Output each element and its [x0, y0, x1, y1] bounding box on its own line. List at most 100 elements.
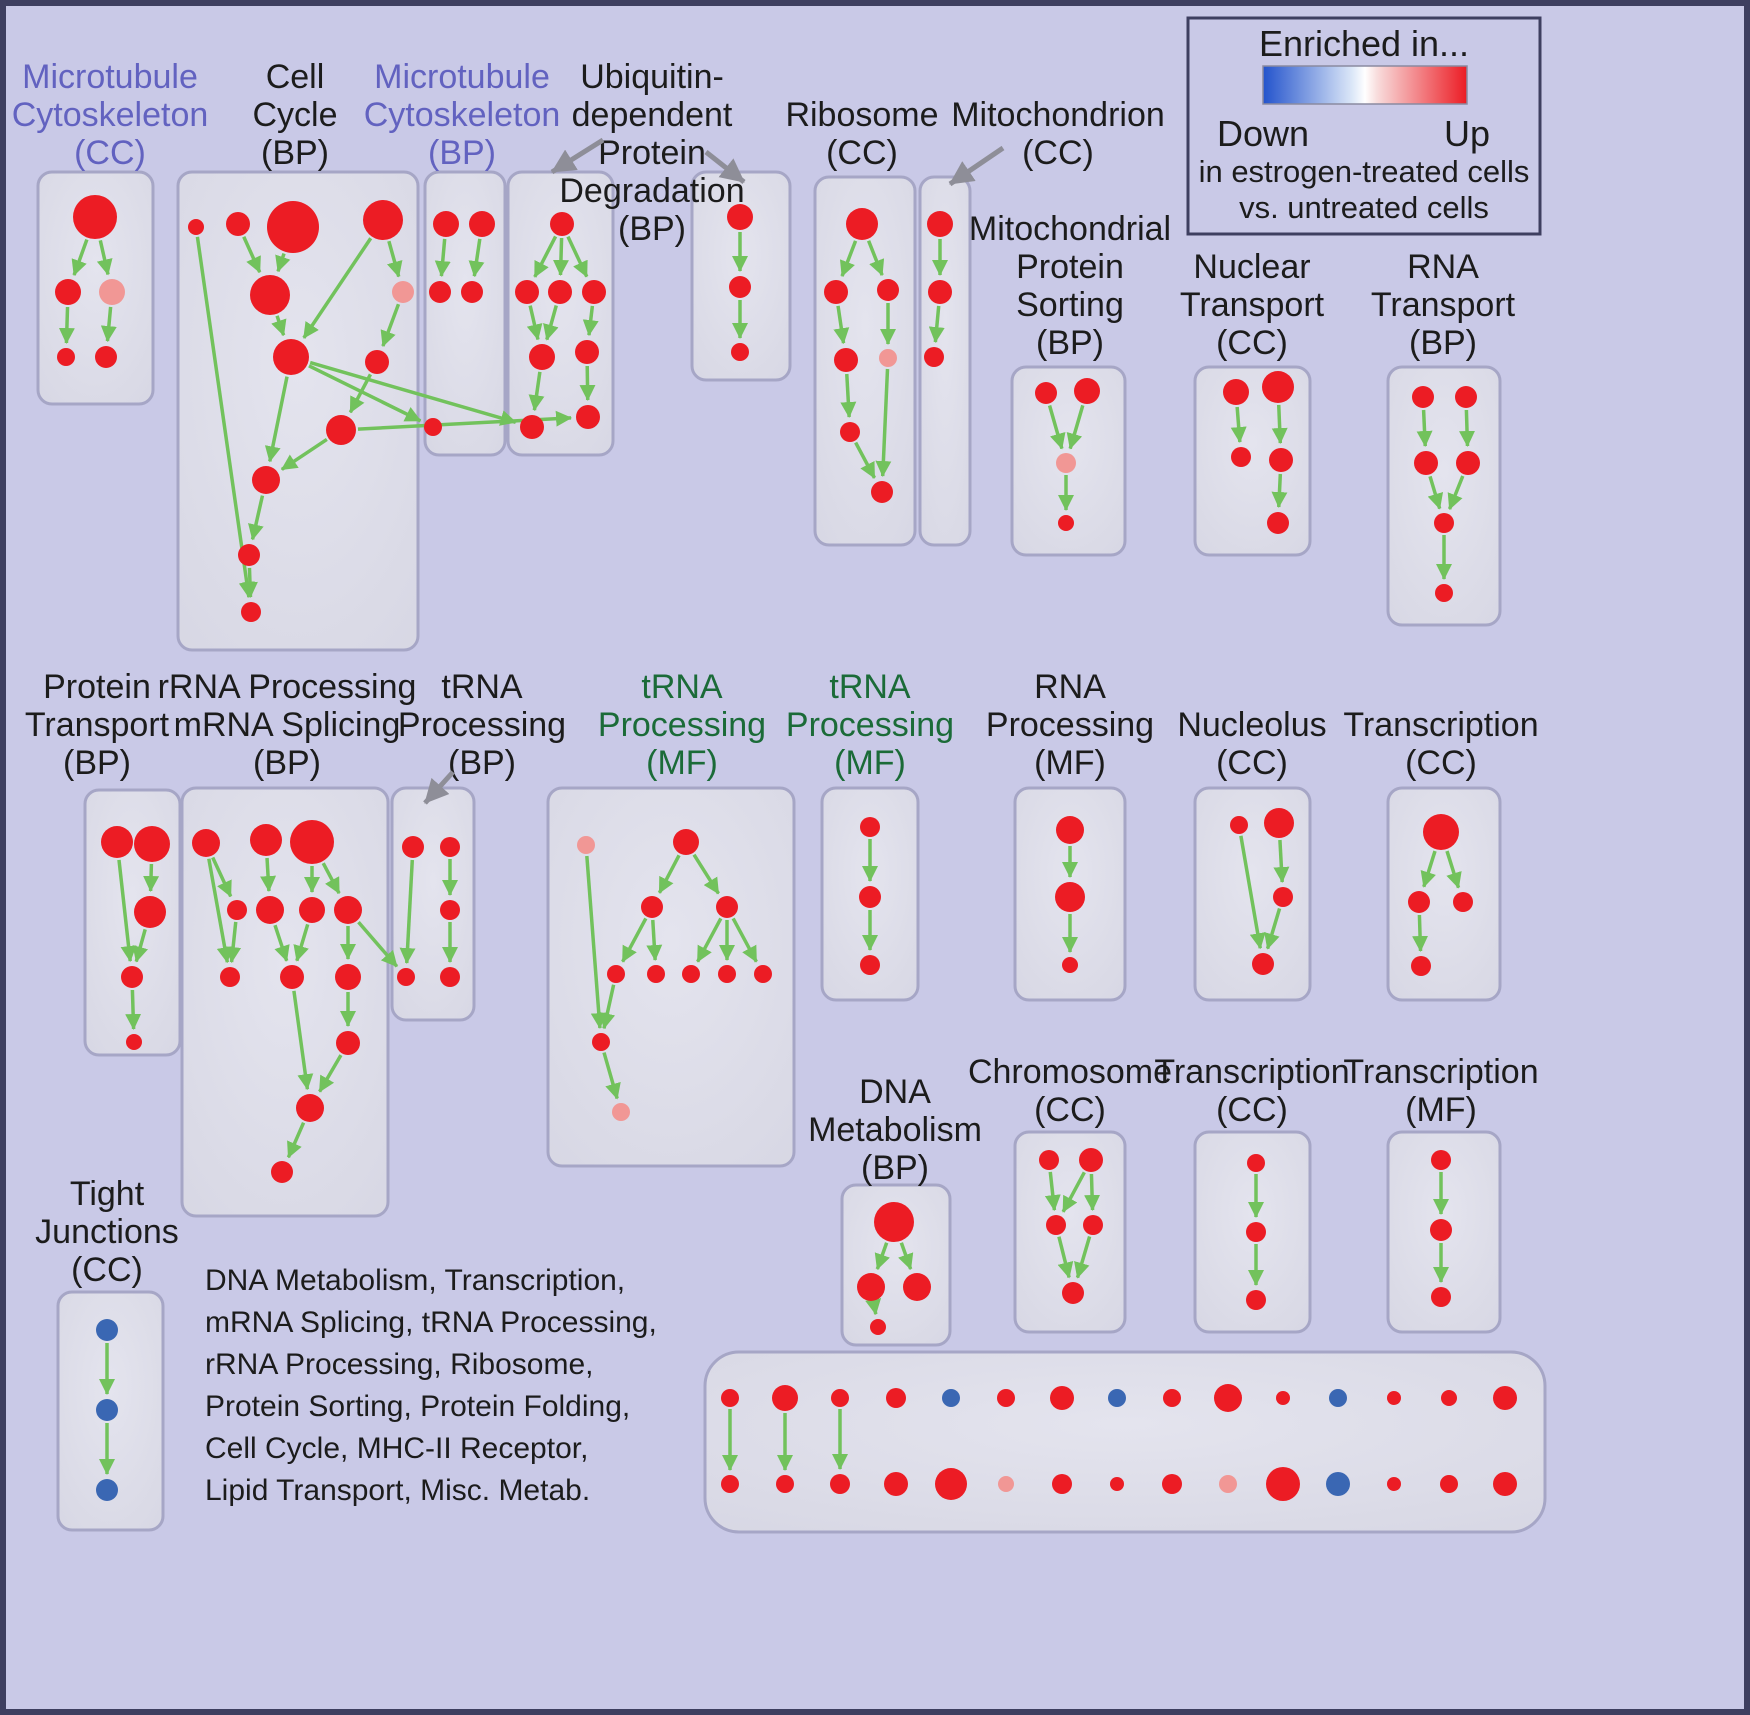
cluster-title-mitochondrial-protein-sorting-bp: Protein [1016, 248, 1124, 286]
gene-node-tm7 [682, 965, 700, 983]
gene-node-ub1 [550, 212, 574, 236]
cluster-title-rna-processing-mf: Processing [986, 706, 1154, 744]
gene-node-rr8 [220, 967, 240, 987]
gene-node-nu4 [1252, 953, 1274, 975]
gene-node-ch2 [1079, 1148, 1103, 1172]
cluster-title-rrna-processing-mrna-splicing-bp: (BP) [253, 744, 321, 782]
gene-node-nt5 [1267, 512, 1289, 534]
gene-node-ub5 [529, 344, 555, 370]
gene-node-rr9 [280, 965, 304, 989]
cluster-title-trna-processing-mf-small: Processing [786, 706, 954, 744]
gene-node-cc2 [226, 212, 250, 236]
cluster-box-rrna-processing-mrna-splicing-bp [180, 786, 390, 1218]
legend-subtitle-2: vs. untreated cells [1239, 190, 1489, 225]
gene-nodes [55, 195, 1517, 1501]
cluster-title-trna-processing-mf-large: tRNA [641, 668, 723, 706]
gene-node-nu3 [1273, 887, 1293, 907]
cluster-title-rna-processing-mf: (MF) [1034, 744, 1106, 782]
edge-ub1-ub3 [552, 237, 569, 277]
gene-node-dm3 [903, 1273, 931, 1301]
gene-node-ub3 [548, 280, 572, 304]
cluster-title-ubiquitin-dependent-protein-degradation-bp: Ubiquitin- [580, 58, 724, 96]
gene-node-pt1 [101, 826, 133, 858]
gene-node-mB14 [1440, 1475, 1458, 1493]
edge-ub2-ub5 [526, 305, 543, 341]
edge-tm2-tm3 [657, 854, 681, 894]
gene-node-tj3 [96, 1479, 118, 1501]
network-edges [58, 232, 1476, 1475]
cluster-title-nuclear-transport-cc: (CC) [1216, 324, 1288, 362]
gene-node-tc1b [1408, 891, 1430, 913]
cluster-title-tight-junctions-cc: Junctions [35, 1213, 179, 1251]
gene-node-rp1 [1056, 816, 1084, 844]
gene-node-t2a [1247, 1154, 1265, 1172]
gene-node-mA8 [1108, 1389, 1126, 1407]
edge-cc4-cc7 [302, 237, 373, 339]
cluster-title-trna-processing-mf-large: (MF) [646, 744, 718, 782]
gene-node-ubb3 [731, 343, 749, 361]
edge-mtb2-mtb4 [468, 238, 485, 278]
gene-node-mB7 [1052, 1474, 1072, 1494]
gene-node-mA9 [1163, 1389, 1181, 1407]
edge-pt2-pt3 [143, 863, 160, 893]
misc-note-line-1: DNA Metabolism, Transcription, [205, 1264, 625, 1297]
gene-node-cc8 [365, 350, 389, 374]
gene-node-tc1d [1411, 956, 1431, 976]
gene-node-rt3 [1414, 451, 1438, 475]
edge-ub1-ub2 [533, 235, 558, 278]
label-pointer-arrow-3 [948, 145, 1005, 187]
gene-node-ts3 [860, 955, 880, 975]
cluster-title-microtubule-cytoskeleton-cc: (CC) [74, 134, 146, 172]
edge-mcc3-mcc5 [100, 306, 117, 343]
cluster-title-rna-transport-bp: Transport [1371, 286, 1516, 324]
misc-note-line-6: Lipid Transport, Misc. Metab. [205, 1474, 590, 1507]
edge-mcc1-mcc2 [71, 238, 89, 277]
gene-node-dm4 [870, 1319, 886, 1335]
edge-rib1-rib3 [866, 240, 885, 277]
edge-mito2-mito3 [928, 305, 945, 344]
cluster-title-microtubule-cytoskeleton-cc: Cytoskeleton [12, 96, 209, 134]
cluster-title-trna-processing-mf-large: Processing [598, 706, 766, 744]
edge-nt4-nt5 [1271, 473, 1288, 509]
cluster-title-transcription-cc-mid: (CC) [1405, 744, 1477, 782]
edge-tm4-tm9 [731, 917, 758, 963]
edge-rt4-rt5 [1447, 475, 1465, 511]
edge-tm5-tm10 [599, 984, 616, 1030]
gene-node-mA12 [1329, 1389, 1347, 1407]
gene-node-t3b [1430, 1219, 1452, 1241]
edge-rib4-rib6 [840, 373, 857, 419]
gene-node-mA13 [1387, 1391, 1401, 1405]
cluster-title-cell-cycle-bp: Cycle [252, 96, 337, 134]
edge-rib6-rib7 [854, 441, 877, 479]
gene-node-trb1 [402, 836, 424, 858]
gene-node-mito1 [927, 211, 953, 237]
edge-dm2-dm4 [865, 1298, 882, 1316]
gene-node-mtb3 [429, 281, 451, 303]
edge-tm4-tm7 [696, 917, 723, 963]
gene-node-cc1 [188, 219, 204, 235]
edge-tm3-tm5 [621, 917, 648, 963]
gene-node-mtb5 [424, 418, 442, 436]
gene-node-ch1 [1039, 1150, 1059, 1170]
gene-node-nt2 [1262, 371, 1294, 403]
label-pointer-arrow-4 [423, 770, 455, 805]
gene-node-mtb1 [433, 211, 459, 237]
legend-subtitle-1: in estrogen-treated cells [1199, 154, 1530, 189]
gene-node-tm1 [577, 836, 595, 854]
edge-ch2-ch3 [1061, 1171, 1086, 1213]
gene-node-mA14 [1441, 1390, 1457, 1406]
gene-node-rib6 [840, 422, 860, 442]
edge-tm10-tm11 [602, 1052, 621, 1100]
cluster-title-chromosome-cc: (CC) [1034, 1091, 1106, 1129]
edge-ch3-ch5 [1057, 1236, 1074, 1279]
gene-node-mps1 [1035, 382, 1057, 404]
gene-node-nt4 [1269, 448, 1293, 472]
cluster-box-chromosome-cc [1013, 1130, 1127, 1334]
edge-cc10-cc11 [248, 495, 265, 541]
edge-rib5-rib7 [875, 368, 892, 478]
cluster-title-transcription-mf: (MF) [1405, 1091, 1477, 1129]
gene-node-cc4 [363, 200, 403, 240]
gene-node-ub7 [520, 415, 544, 439]
gene-node-rr5 [256, 896, 284, 924]
edge-nt2-nt4 [1271, 404, 1288, 445]
